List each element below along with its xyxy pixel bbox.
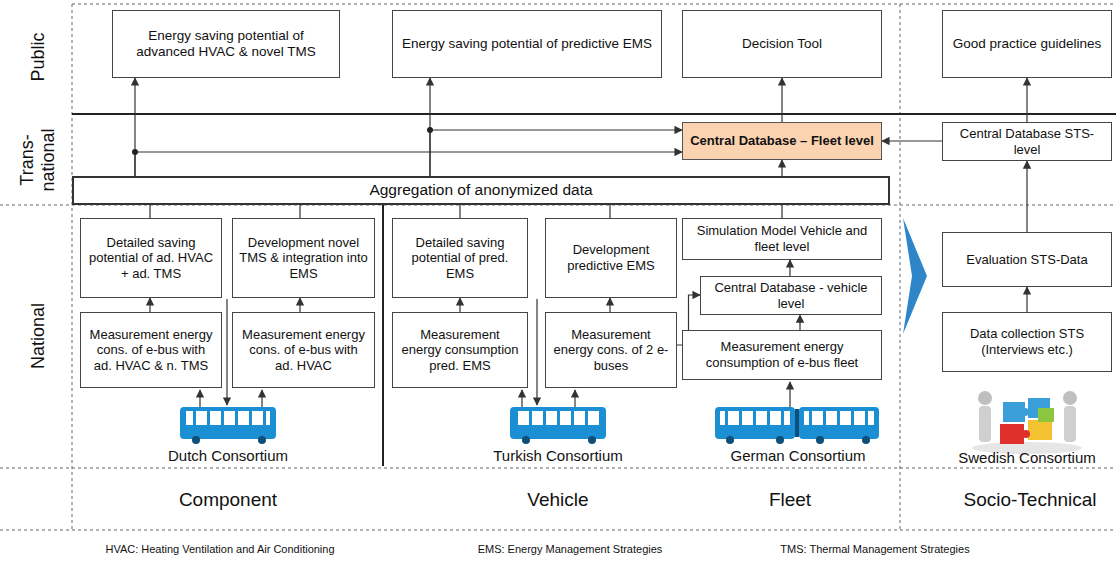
connector-arrow (430, 130, 682, 176)
box-text: Central Database – Fleet level (690, 133, 874, 149)
connector-arrow (459, 298, 460, 312)
box-text: Measurement energy consumption of e-bus … (689, 339, 875, 370)
database-box: Central Database - vehicle level (700, 276, 882, 315)
connector-arrow (299, 298, 300, 312)
box-text: Measurement energy cons. of 2 e-buses (552, 327, 670, 374)
connector-arrow (1026, 161, 1027, 232)
abbreviation-note: TMS: Thermal Management Strategies (755, 543, 995, 556)
measurement-box: Measurement energy consumption pred. EMS (392, 312, 528, 388)
dashed-line (0, 468, 1116, 469)
box-text: Development novel TMS & integration into… (239, 235, 368, 282)
level-label: Trans-national (17, 123, 58, 197)
column-label: Socio-Technical (930, 489, 1120, 511)
result-box: Good practice guidelines (942, 10, 1112, 78)
box-text: Measurement energy cons. of e-bus with a… (87, 327, 215, 374)
dashed-line (72, 4, 1116, 5)
connector-arrow (1026, 287, 1027, 312)
junction-dot (132, 149, 138, 155)
consortium-label: Swedish Consortium (942, 449, 1112, 466)
junction-dot (427, 127, 433, 133)
dashed-line (72, 4, 73, 530)
connector-arrow (781, 78, 782, 122)
connector-arrow (149, 298, 150, 312)
abbreviation-note: EMS: Energy Management Strategies (450, 543, 690, 556)
box-text: Evaluation STS-Data (966, 252, 1087, 268)
box-text: Detailed saving potential of pred. EMS (399, 235, 521, 282)
box-text: Aggregation of anonymized data (369, 181, 592, 200)
box-text: Energy saving potential of advanced HVAC… (119, 28, 333, 60)
abbreviation-note: HVAC: Heating Ventilation and Air Condit… (70, 543, 370, 556)
process-box: Data collection STS (Interviews etc.) (942, 312, 1112, 372)
dashed-line (0, 530, 1116, 531)
arrow-line (536, 299, 537, 405)
arrow-line (789, 382, 790, 407)
bus-icon (180, 407, 276, 444)
connector-arrow (882, 140, 942, 141)
box-text: Measurement energy cons. of e-bus with a… (239, 327, 368, 374)
box-text: Good practice guidelines (953, 36, 1102, 52)
measurement-box: Measurement energy cons. of e-bus with a… (232, 312, 375, 388)
connector-arrow (299, 205, 300, 218)
process-box: Development predictive EMS (545, 218, 677, 298)
box-text: Simulation Model Vehicle and fleet level (689, 223, 875, 254)
arrow-line (226, 299, 227, 405)
box-text: Central Database - vehicle level (707, 280, 875, 311)
process-box: Development novel TMS & integration into… (232, 218, 375, 298)
puzzle-illustration (972, 391, 1082, 454)
box-text: Decision Tool (742, 36, 822, 52)
database-box: Central Database – Fleet level (682, 122, 882, 160)
box-text: Development predictive EMS (552, 242, 670, 273)
measurement-box: Measurement energy cons. of e-bus with a… (80, 312, 222, 388)
measurement-box: Measurement energy cons. of 2 e-buses (545, 312, 677, 388)
connector-arrow (609, 298, 610, 312)
connector-arrow (135, 152, 682, 176)
dashed-line (900, 4, 901, 530)
connector-arrow (459, 205, 460, 218)
chevron-arrow (903, 218, 927, 334)
arrow-line (199, 390, 200, 407)
box-text: Data collection STS (Interviews etc.) (949, 326, 1105, 357)
process-box: Evaluation STS-Data (942, 232, 1112, 287)
column-label: Vehicle (458, 489, 658, 511)
result-box: Energy saving potential of predictive EM… (392, 10, 662, 78)
level-divider (72, 113, 1116, 115)
column-label: Fleet (690, 489, 890, 511)
process-box: Simulation Model Vehicle and fleet level (682, 218, 882, 260)
process-box: Detailed saving potential of pred. EMS (392, 218, 528, 298)
connector-arrow (149, 205, 150, 218)
connector-arrow (609, 205, 610, 218)
articulated-bus-icon (715, 407, 879, 444)
arrow-line (574, 390, 575, 407)
connector-arrow (789, 260, 790, 276)
aggregation-bar: Aggregation of anonymized data (72, 176, 890, 205)
box-text: Central Database STS-level (949, 126, 1105, 157)
result-box: Decision Tool (682, 10, 882, 78)
box-text: Measurement energy consumption pred. EMS (399, 327, 521, 374)
box-text: Detailed saving potential of ad. HVAC + … (87, 235, 215, 282)
process-box: Detailed saving potential of ad. HVAC + … (80, 218, 222, 298)
column-label: Component (128, 489, 328, 511)
column-divider (382, 205, 384, 466)
arrow-line (521, 390, 522, 407)
box-text: Energy saving potential of predictive EM… (402, 36, 652, 52)
measurement-box: Measurement energy consumption of e-bus … (682, 330, 882, 380)
level-label: Public (28, 0, 49, 117)
consortium-label: German Consortium (713, 447, 883, 464)
bus-icon (510, 407, 606, 444)
result-box: Energy saving potential of advanced HVAC… (112, 10, 340, 78)
level-label: National (28, 266, 49, 406)
connector-arrow (1026, 78, 1027, 122)
arrow-line (261, 390, 262, 407)
database-box: Central Database STS-level (942, 122, 1112, 161)
consortium-label: Dutch Consortium (143, 447, 313, 464)
connector-arrow (799, 315, 800, 330)
grid-lines (0, 4, 1116, 530)
consortium-label: Turkish Consortium (473, 447, 643, 464)
